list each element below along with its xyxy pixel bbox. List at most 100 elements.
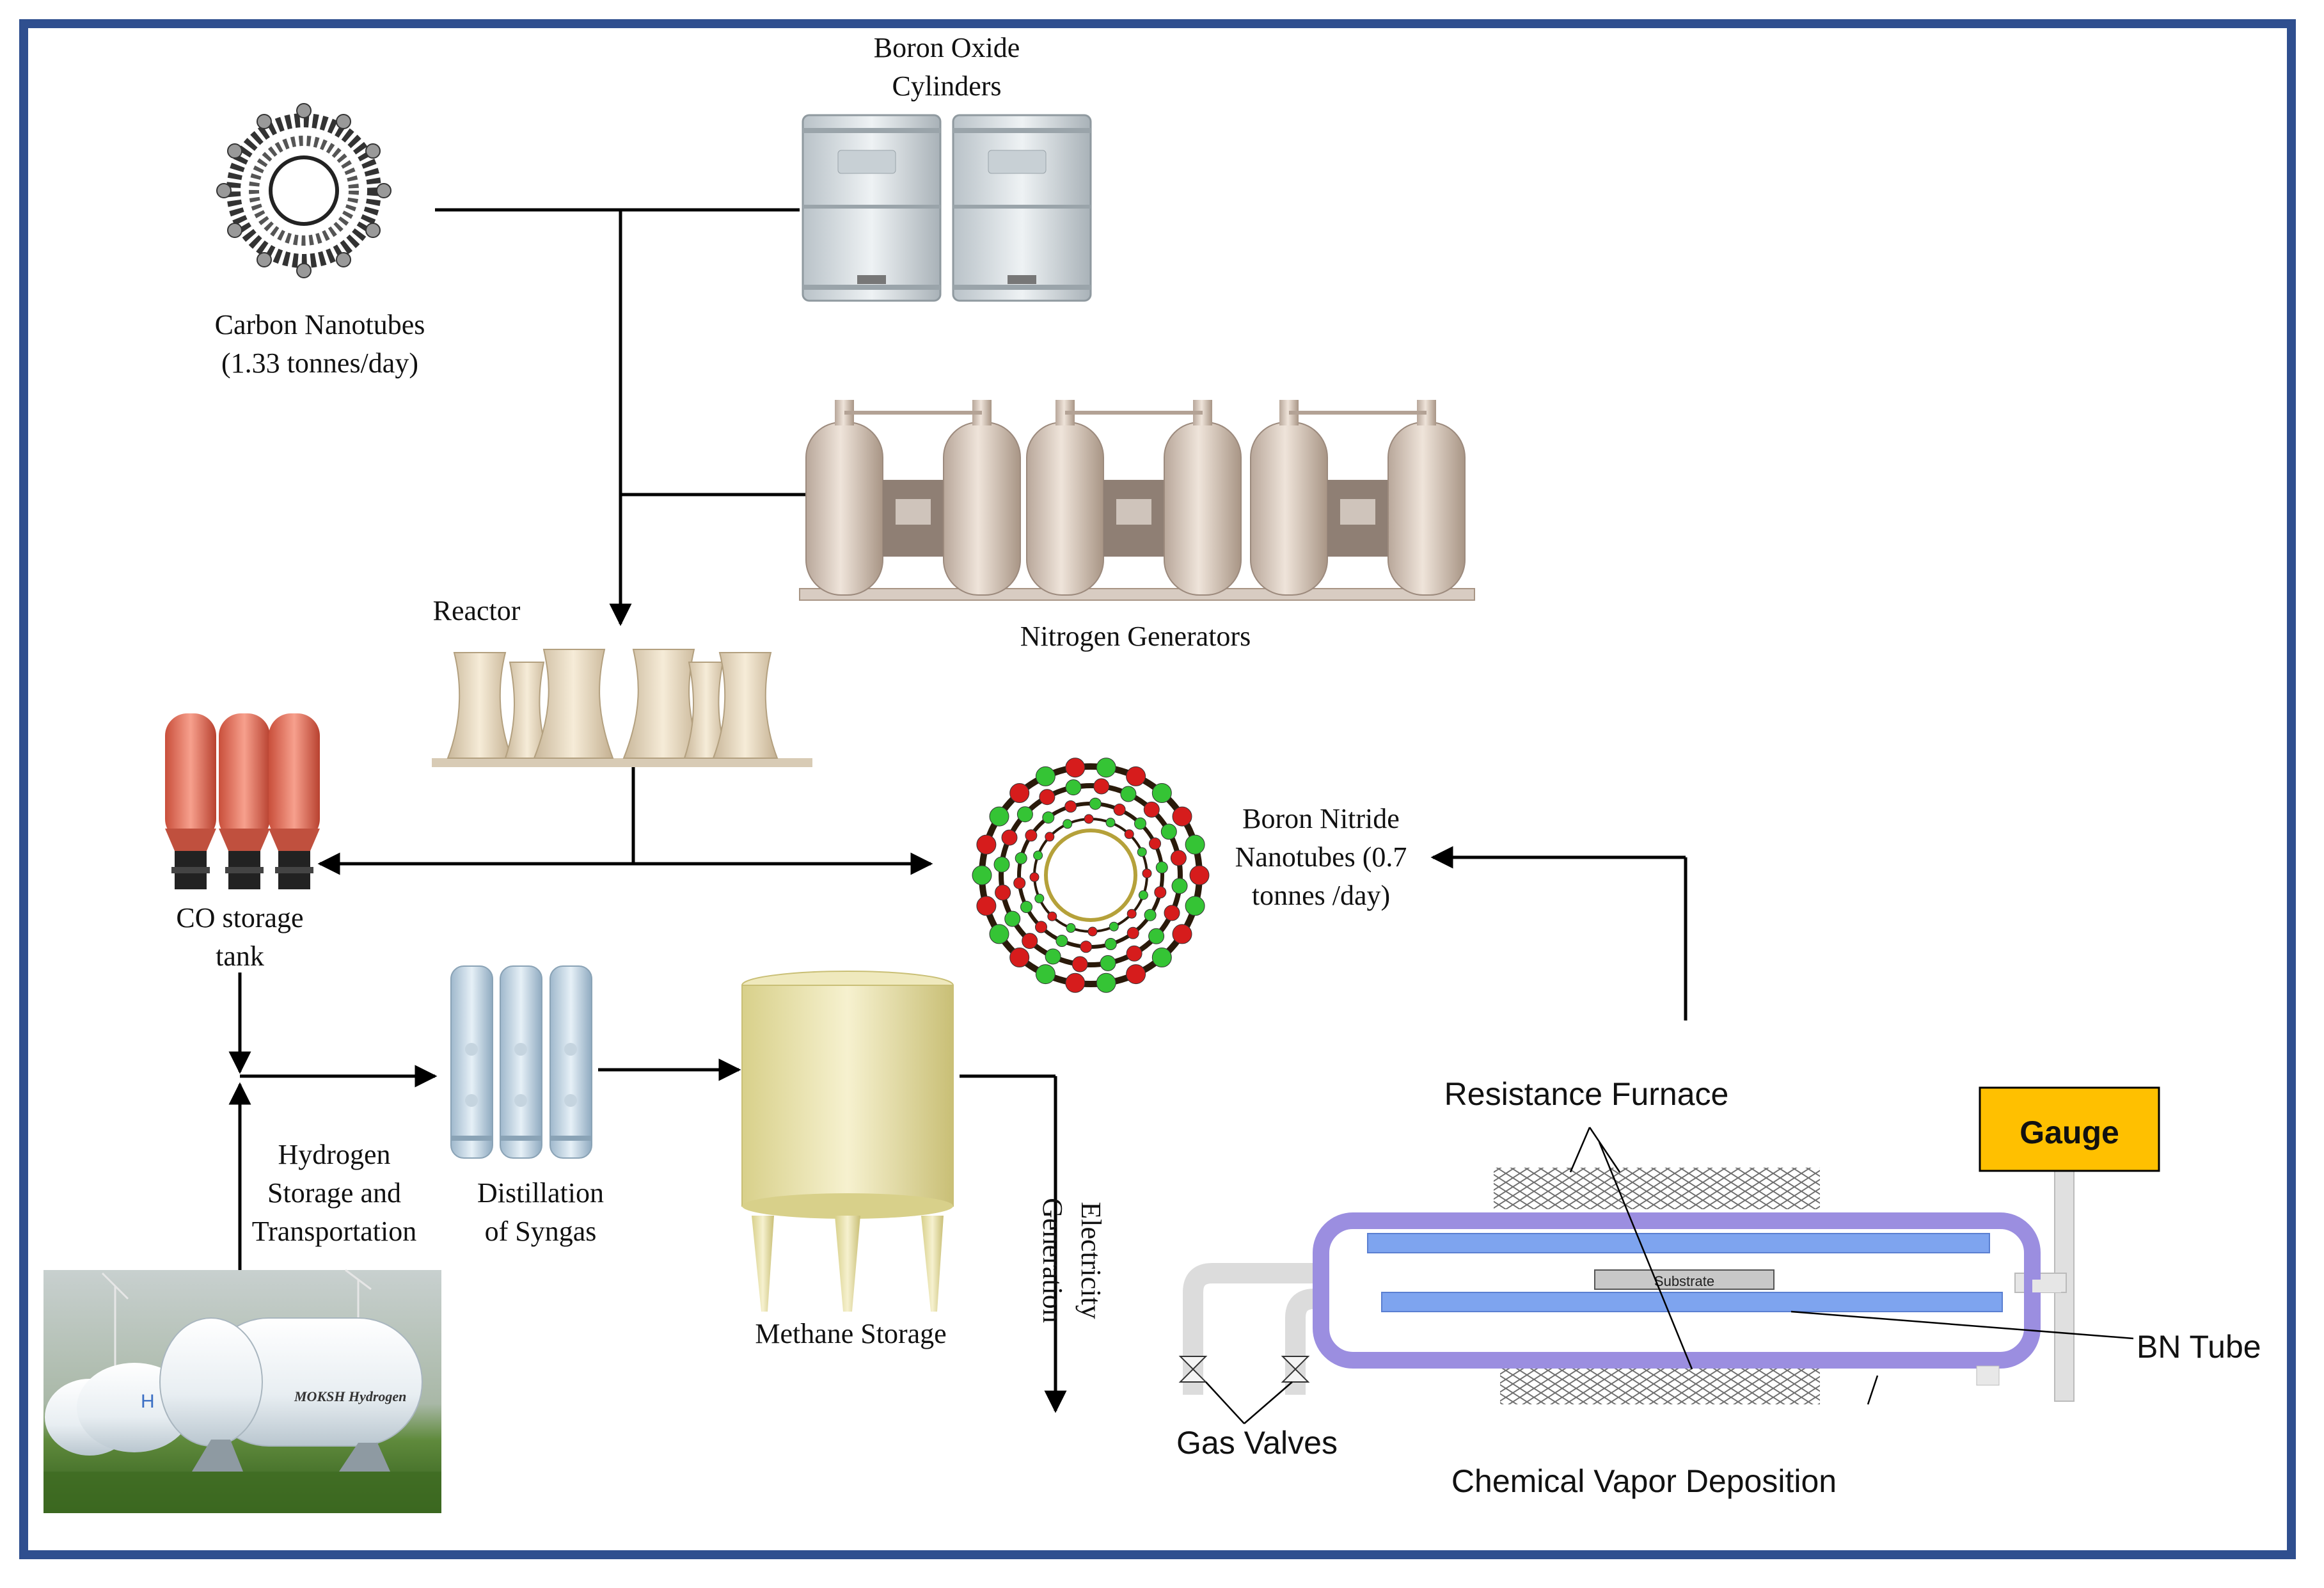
distillation-columns-icon bbox=[450, 965, 592, 1159]
cvd-label: Chemical Vapor Deposition bbox=[1395, 1462, 1893, 1500]
bnnt-atom bbox=[1004, 910, 1021, 927]
methane-storage-label-text: Methane Storage bbox=[755, 1318, 947, 1349]
bnnt-atom bbox=[1126, 766, 1146, 786]
bnnt-atom bbox=[989, 806, 1009, 827]
boron-nitride-nanotube-icon bbox=[972, 758, 1210, 993]
bnnt-atom bbox=[1093, 778, 1110, 795]
bnnt-atom bbox=[1065, 758, 1086, 778]
bnnt-atom bbox=[1126, 926, 1139, 939]
boron-oxide-label-line1: Boron Oxide bbox=[873, 32, 1020, 63]
bnnt-atom bbox=[1144, 909, 1157, 921]
bnnt-atom bbox=[1149, 838, 1161, 850]
bnnt-atom bbox=[1035, 766, 1055, 786]
boron-nitride-label-line1: Boron Nitride bbox=[1242, 803, 1400, 834]
hydrogen-label-line1: Hydrogen bbox=[278, 1139, 391, 1170]
bnnt-atom bbox=[1016, 806, 1033, 823]
nitrogen-generators-icon bbox=[799, 400, 1475, 601]
bnnt-atom bbox=[1080, 941, 1093, 953]
bnnt-atom bbox=[976, 834, 997, 855]
bnnt-atom bbox=[1134, 817, 1146, 830]
bnnt-atom bbox=[1109, 921, 1119, 932]
bnnt-atom bbox=[1148, 928, 1165, 944]
bnnt-atom bbox=[1064, 800, 1077, 813]
bnnt-atom bbox=[1029, 872, 1039, 882]
bnnt-atom bbox=[1124, 829, 1134, 839]
resistance-furnace-label-text: Resistance Furnace bbox=[1444, 1076, 1729, 1112]
boron-oxide-label-line2: Cylinders bbox=[892, 70, 1002, 102]
bnnt-atom bbox=[1025, 829, 1038, 842]
distillation-label-line2: of Syngas bbox=[484, 1216, 597, 1247]
carbon-nanotubes-label-line2: (1.33 tonnes/day) bbox=[221, 347, 418, 379]
cvd-apparatus-icon: Substrate Gauge bbox=[1178, 1086, 2160, 1424]
bnnt-atom bbox=[1084, 814, 1094, 824]
distillation-label: Distillation of Syngas bbox=[445, 1174, 636, 1251]
bnnt-atom bbox=[1155, 861, 1168, 874]
bnnt-atom bbox=[1154, 886, 1167, 899]
boron-nitride-label-line3: tonnes /day) bbox=[1251, 880, 1391, 911]
bnnt-atom bbox=[1164, 905, 1180, 921]
boron-oxide-label: Boron Oxide Cylinders bbox=[812, 29, 1081, 106]
bnnt-atom bbox=[1126, 909, 1137, 919]
bnnt-atom bbox=[1034, 893, 1045, 903]
flow-lines bbox=[228, 208, 1688, 1413]
co-storage-label-line2: tank bbox=[216, 941, 264, 972]
boron-oxide-cylinders-icon bbox=[802, 114, 1092, 302]
bnnt-atom bbox=[1151, 948, 1172, 967]
boron-nitride-label: Boron Nitride Nanotubes (0.7 tonnes /day… bbox=[1209, 800, 1433, 915]
bnnt-atom bbox=[1009, 783, 1030, 803]
bnnt-atom bbox=[1189, 865, 1210, 885]
cvd-label-text: Chemical Vapor Deposition bbox=[1451, 1463, 1837, 1499]
gas-valves-label-text: Gas Valves bbox=[1176, 1425, 1338, 1461]
bnnt-atom bbox=[1185, 834, 1205, 855]
reactor-label-text: Reactor bbox=[432, 595, 521, 626]
bnnt-atom bbox=[1022, 933, 1038, 949]
electricity-label-line1: Electricity bbox=[1075, 1202, 1107, 1319]
bnnt-atom bbox=[1066, 923, 1076, 933]
bnnt-atom bbox=[1087, 926, 1098, 937]
bnnt-atom bbox=[1138, 890, 1148, 900]
h2-mark: H bbox=[141, 1391, 155, 1412]
bnnt-atom bbox=[1172, 924, 1192, 944]
distillation-label-line1: Distillation bbox=[477, 1177, 604, 1209]
bnnt-atom bbox=[989, 924, 1009, 944]
bnnt-atom bbox=[1105, 818, 1116, 828]
resistance-furnace-label: Resistance Furnace bbox=[1420, 1075, 1753, 1113]
substrate-label: Substrate bbox=[1654, 1273, 1714, 1289]
bnnt-atom bbox=[1142, 868, 1152, 878]
gauge-label: Gauge bbox=[2020, 1115, 2119, 1150]
bnnt-atom bbox=[1170, 850, 1187, 866]
bnnt-atom bbox=[1104, 938, 1117, 950]
bnnt-atom bbox=[1045, 832, 1055, 842]
bnnt-atom bbox=[1071, 956, 1088, 973]
bnnt-atom bbox=[1113, 804, 1126, 816]
reactor-icon bbox=[432, 649, 812, 767]
hydrogen-label-line3: Transportation bbox=[251, 1216, 417, 1247]
bnnt-atom bbox=[1035, 921, 1047, 933]
bnnt-atom bbox=[972, 865, 992, 885]
bnnt-atom bbox=[1137, 847, 1147, 857]
bnnt-atom bbox=[1160, 823, 1177, 840]
bnnt-atom bbox=[1151, 783, 1172, 803]
bnnt-atom bbox=[1055, 935, 1068, 947]
gas-valves-label: Gas Valves bbox=[1151, 1424, 1363, 1462]
co-storage-label-line1: CO storage bbox=[176, 902, 304, 933]
electricity-generation-label: Electricity Generation bbox=[1033, 1132, 1110, 1388]
bnnt-atom bbox=[993, 856, 1010, 873]
nitrogen-generators-label-text: Nitrogen Generators bbox=[1020, 621, 1251, 652]
bnnt-atom bbox=[1126, 945, 1142, 962]
hydrogen-storage-photo: H MOKSH Hydrogen bbox=[43, 1269, 441, 1513]
hydrogen-storage-label: Hydrogen Storage and Transportation bbox=[237, 1136, 432, 1251]
reactor-label: Reactor bbox=[400, 592, 553, 630]
bnnt-atom bbox=[1096, 758, 1116, 778]
bnnt-atom bbox=[1039, 789, 1055, 806]
bnnt-atom bbox=[995, 884, 1011, 901]
bn-tube-label-text: BN Tube bbox=[2137, 1329, 2261, 1365]
hydrogen-label-line2: Storage and bbox=[267, 1177, 401, 1209]
electricity-label-line2: Generation bbox=[1037, 1198, 1068, 1323]
bnnt-atom bbox=[1120, 786, 1137, 802]
bnnt-atom bbox=[1172, 806, 1192, 827]
carbon-nanotubes-label: Carbon Nanotubes (1.33 tonnes/day) bbox=[192, 306, 448, 383]
bnnt-atom bbox=[976, 896, 997, 916]
boron-nitride-label-line2: Nanotubes (0.7 bbox=[1235, 841, 1407, 873]
